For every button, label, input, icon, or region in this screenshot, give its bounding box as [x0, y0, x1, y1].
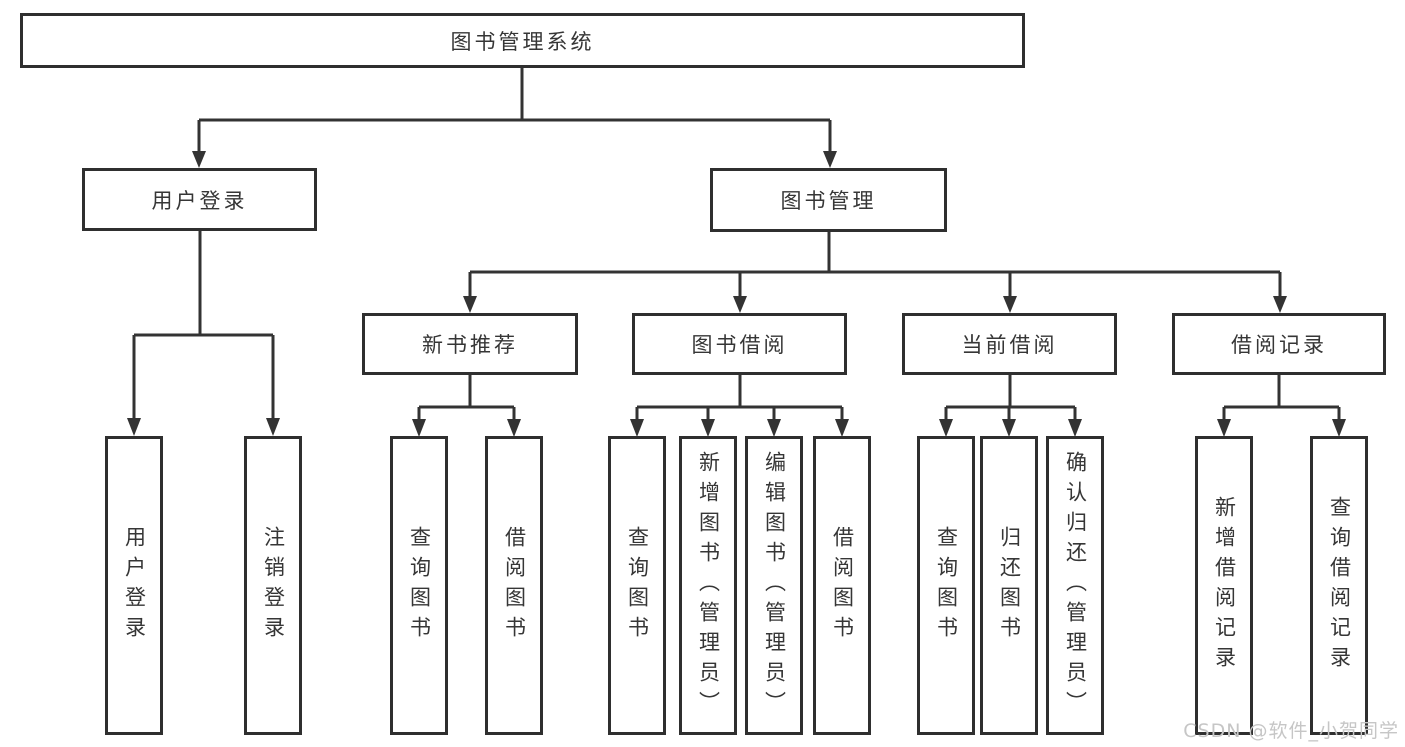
leaf-query-borrow-record-label: 查询借阅记录 — [1327, 495, 1352, 676]
node-book-management-label: 图书管理 — [780, 189, 877, 213]
node-user-login-label: 用户登录 — [151, 188, 248, 213]
node-book-borrow: 图书借阅 — [632, 313, 847, 375]
leaf-add-borrow-record-label: 新增借阅记录 — [1212, 495, 1237, 676]
leaf-confirm-return-admin: 确认归还（管理员） — [1046, 436, 1104, 735]
leaf-add-book-admin-label: 新增图书（管理员） — [696, 450, 721, 721]
leaf-query-borrow-record: 查询借阅记录 — [1310, 436, 1368, 735]
node-book-management: 图书管理 — [710, 168, 947, 232]
csdn-watermark: CSDN @软件_小贺同学 — [1183, 720, 1399, 742]
leaf-query-books-current-label: 查询图书 — [934, 525, 959, 646]
leaf-query-books-borrow-label: 查询图书 — [625, 525, 650, 646]
leaf-borrow-books-recommend-label: 借阅图书 — [502, 525, 527, 646]
leaf-borrow-books-recommend: 借阅图书 — [485, 436, 543, 735]
connector-userlogin-to-leaves — [127, 231, 280, 436]
leaf-add-borrow-record: 新增借阅记录 — [1195, 436, 1253, 735]
node-current-borrow-label: 当前借阅 — [961, 333, 1058, 357]
connector-borrow-to-leaves — [630, 375, 849, 437]
node-book-borrow-label: 图书借阅 — [691, 333, 788, 357]
leaf-query-books-recommend: 查询图书 — [390, 436, 448, 735]
leaf-query-books-recommend-label: 查询图书 — [407, 525, 432, 646]
node-borrow-records: 借阅记录 — [1172, 313, 1386, 375]
leaf-user-login: 用户登录 — [105, 436, 163, 735]
leaf-add-book-admin: 新增图书（管理员） — [679, 436, 737, 735]
leaf-borrow-books-borrow-label: 借阅图书 — [830, 525, 855, 646]
leaf-return-book-label: 归还图书 — [997, 525, 1022, 646]
connector-recommend-to-leaves — [412, 375, 521, 437]
node-root-system: 图书管理系统 — [20, 13, 1025, 68]
leaf-return-book: 归还图书 — [980, 436, 1038, 735]
leaf-logout: 注销登录 — [244, 436, 302, 735]
connector-records-to-leaves — [1217, 375, 1346, 437]
node-new-book-recommend: 新书推荐 — [362, 313, 578, 375]
connector-bookmgmt-to-level3 — [463, 232, 1287, 313]
leaf-confirm-return-admin-label: 确认归还（管理员） — [1063, 450, 1088, 721]
node-current-borrow: 当前借阅 — [902, 313, 1117, 375]
node-new-book-recommend-label: 新书推荐 — [422, 333, 518, 357]
leaf-query-books-current: 查询图书 — [917, 436, 975, 735]
leaf-logout-label: 注销登录 — [261, 525, 286, 646]
node-user-login: 用户登录 — [82, 168, 317, 231]
leaf-edit-book-admin-label: 编辑图书（管理员） — [762, 450, 787, 721]
connector-current-to-leaves — [939, 375, 1082, 437]
leaf-query-books-borrow: 查询图书 — [608, 436, 666, 735]
node-borrow-records-label: 借阅记录 — [1231, 333, 1327, 357]
connector-root-to-level2 — [192, 68, 837, 168]
leaf-user-login-label: 用户登录 — [122, 525, 147, 646]
leaf-borrow-books-borrow: 借阅图书 — [813, 436, 871, 735]
node-root-label: 图书管理系统 — [450, 29, 595, 54]
leaf-edit-book-admin: 编辑图书（管理员） — [745, 436, 803, 735]
